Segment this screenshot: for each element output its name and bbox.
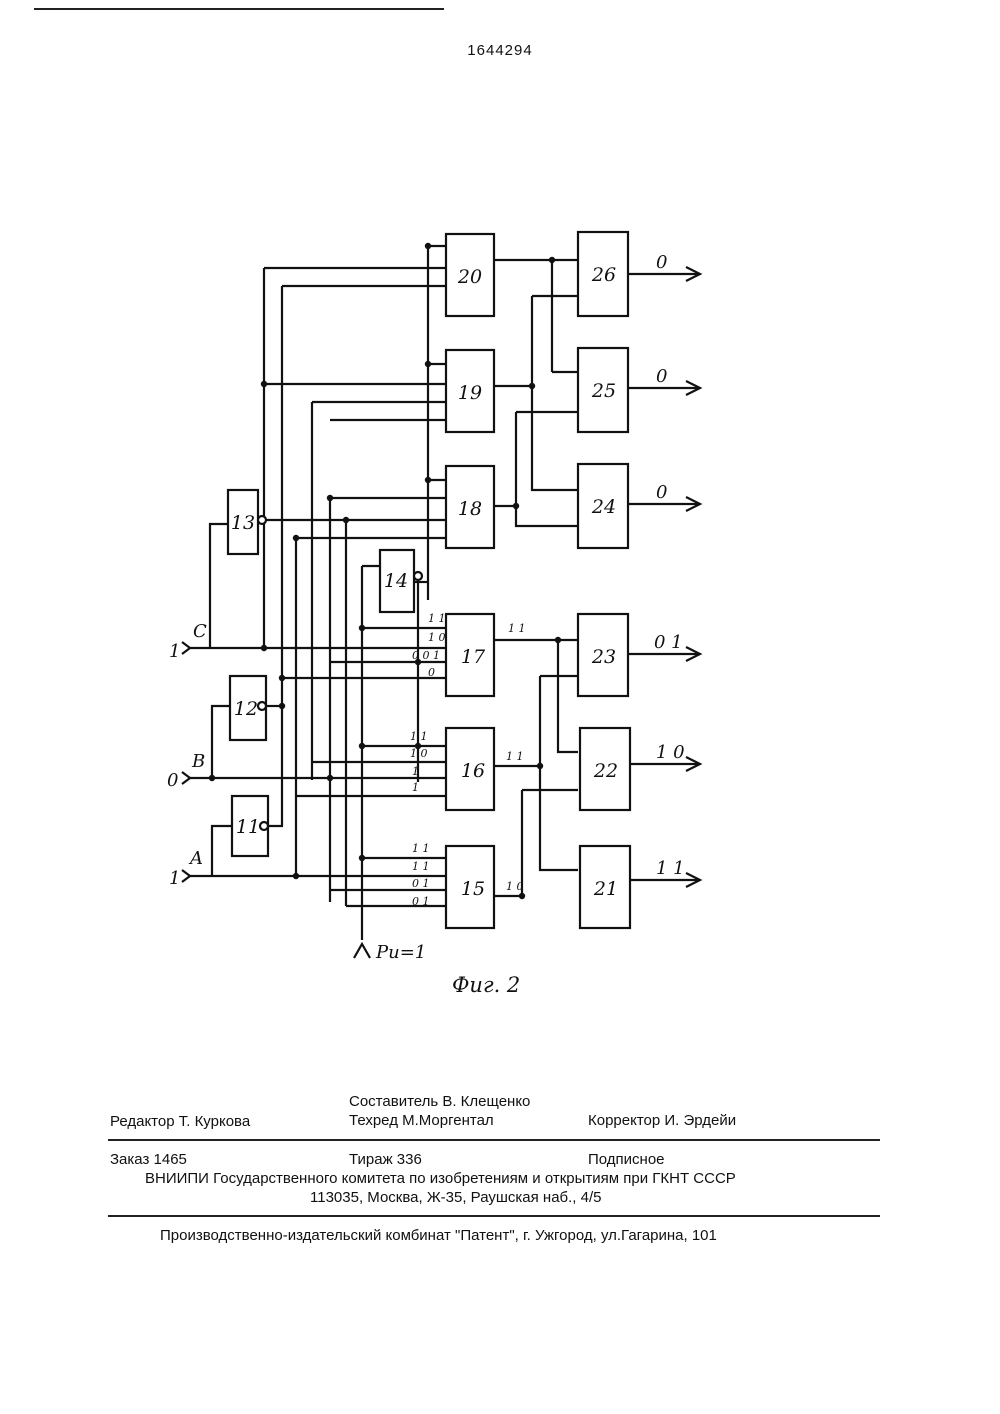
block-20-label: 20	[457, 266, 482, 288]
input-c-value: 1	[169, 641, 180, 662]
address-line: 113035, Москва, Ж-35, Раушская наб., 4/5	[310, 1189, 602, 1206]
output-21: 1 1	[656, 858, 685, 879]
input-b-label: B	[191, 751, 205, 772]
inverter-11-bubble	[260, 822, 268, 830]
block-19-label: 19	[458, 382, 482, 404]
figure-caption: Фиг. 2	[452, 973, 520, 997]
block-22-label: 22	[593, 760, 618, 782]
subscription-line: Подписное	[588, 1151, 665, 1168]
inverter-13-bubble	[258, 516, 266, 524]
input-c-label: C	[193, 621, 207, 642]
block-13-label: 13	[231, 512, 255, 534]
corrector-line: Корректор И. Эрдейи	[588, 1112, 736, 1129]
colophon-rule-1	[108, 1139, 880, 1141]
out-bits-16: 1 1	[506, 750, 524, 763]
bit-16-1: 1 1	[410, 730, 428, 743]
input-b-value: 0	[167, 770, 178, 791]
order-line: Заказ 1465	[110, 1151, 187, 1168]
output-25: 0	[656, 366, 667, 387]
output-24: 0	[656, 482, 667, 503]
circulation-line: Тираж 336	[349, 1151, 422, 1168]
out-bits-17: 1 1	[508, 622, 526, 635]
input-p-label: Pи=1	[375, 942, 426, 963]
inverter-12-bubble	[258, 702, 266, 710]
block-12-label: 12	[234, 698, 258, 720]
bit-15-1: 1 1	[412, 842, 430, 855]
block-15-label: 15	[461, 878, 485, 900]
colophon-rule-2	[108, 1215, 880, 1217]
input-a-label: A	[188, 848, 203, 869]
compiler-line: Составитель В. Клещенко	[349, 1093, 530, 1110]
bit-17-3: 0 0 1	[412, 649, 440, 662]
bit-17-2: 1 0	[428, 631, 446, 644]
output-26: 0	[656, 252, 667, 273]
block-14-label: 14	[384, 570, 408, 592]
bit-16-4: 1	[412, 781, 419, 794]
inverter-14-bubble	[414, 572, 422, 580]
block-21-label: 21	[593, 878, 618, 900]
bit-17-1: 1 1	[428, 612, 446, 625]
out-bits-15: 1 0	[506, 880, 524, 893]
bit-16-3: 1	[412, 765, 419, 778]
block-24-label: 24	[591, 496, 616, 518]
bit-15-2: 1 1	[412, 860, 430, 873]
output-labels: 0 0 0 0 1 1 0 1 1	[654, 252, 685, 879]
bit-17-4: 0	[428, 666, 435, 679]
block-17-label: 17	[461, 646, 486, 668]
input-a-value: 1	[169, 868, 180, 889]
org-line: ВНИИПИ Государственного комитета по изоб…	[145, 1170, 736, 1187]
output-22: 1 0	[656, 742, 685, 763]
block-25-label: 25	[591, 380, 616, 402]
printer-line: Производственно-издательский комбинат "П…	[160, 1227, 717, 1244]
block-11-label: 11	[236, 816, 260, 838]
bit-15-3: 0 1	[412, 877, 430, 890]
block-26-label: 26	[591, 264, 616, 286]
block-18-label: 18	[458, 498, 482, 520]
bit-15-4: 0 1	[412, 895, 430, 908]
block-23-label: 23	[591, 646, 616, 668]
circuit-diagram: 20 19 18 17 16 15 26 25 24 23 22 21 13 1…	[0, 0, 1000, 1050]
output-23: 0 1	[654, 632, 683, 653]
bit-16-2: 1 0	[410, 747, 428, 760]
block-16-label: 16	[461, 760, 485, 782]
techred-line: Техред М.Моргентал	[349, 1112, 494, 1129]
editor-line: Редактор Т. Куркова	[110, 1113, 250, 1130]
